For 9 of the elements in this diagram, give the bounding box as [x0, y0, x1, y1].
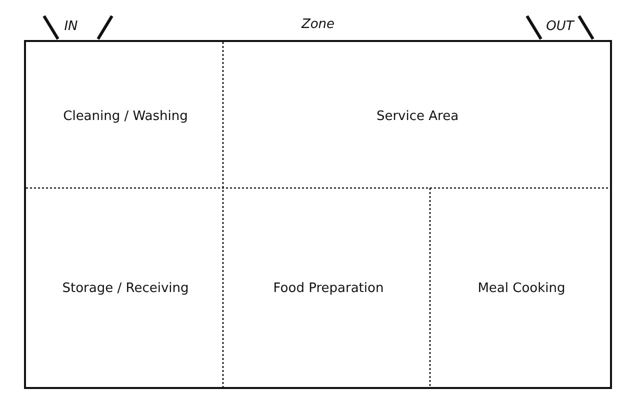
- room-name: Cleaning / Washing: [63, 108, 188, 124]
- room-name: Service Area: [376, 108, 459, 124]
- door-label: OUT: [546, 19, 574, 34]
- room-name: Food Preparation: [273, 281, 384, 296]
- zone-outline: [24, 40, 612, 389]
- room-name: Storage / Receiving: [62, 281, 189, 296]
- door-label: IN: [64, 19, 78, 34]
- zone-heading: Zone: [301, 17, 335, 32]
- room-name: Meal Cooking: [478, 281, 566, 296]
